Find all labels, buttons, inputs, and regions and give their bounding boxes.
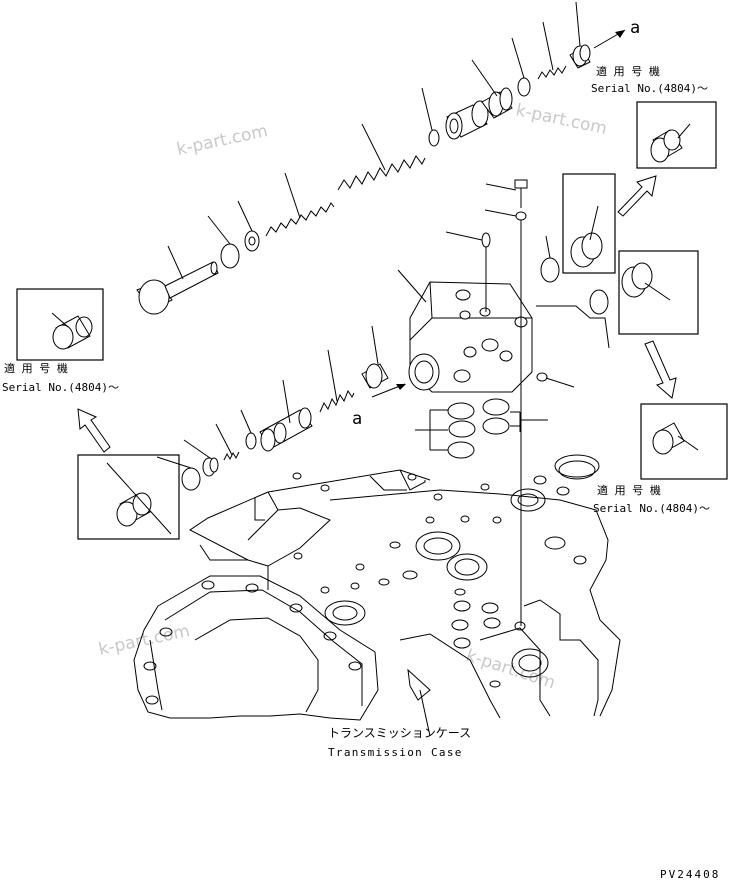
serial-note-en: Serial No.(4804)～ [2,381,119,394]
spool [259,379,313,452]
plug-small [536,372,548,382]
case-label-jp: トランスミッションケース [328,726,471,740]
arrow-icon [617,175,657,217]
washer [515,211,527,221]
serial-note-jp: 適 用 号 機 [597,483,661,497]
watermark: k-part.com [463,646,557,694]
serial-note-en: Serial No.(4804)～ [591,82,708,95]
gasket [589,289,609,315]
spool-sleeve [361,325,389,389]
breather [481,232,491,248]
spring-small [223,451,240,461]
spring-long [265,202,335,237]
upper-spool-assembly: a [136,1,640,315]
drawing-number: PV24408 [660,868,720,881]
arrow-label-a: a [352,409,362,429]
spring-large [337,155,426,191]
o-ring [220,243,240,269]
plug-icon [652,422,699,455]
plug-icon [106,462,172,535]
valve-body [397,269,533,393]
spool [471,59,513,119]
serial-note: 適 用 号 機 Serial No.(4804)～ [2,361,119,394]
arrow-label-a: a [630,18,640,38]
spring-medium [319,389,355,413]
case-label: トランスミッションケース Transmission Case [328,726,471,759]
serial-note: 適 用 号 機 Serial No.(4804)～ [591,64,708,95]
end-plug [569,1,591,69]
lower-spool-assembly: a [156,325,406,491]
transmission-case [133,454,621,737]
arrow-icon [644,340,677,399]
serial-note-en: Serial No.(4804)～ [593,502,710,515]
arrow-icon [77,408,111,453]
small-ring [428,129,440,147]
spring-small [537,65,567,80]
plug-icon [650,123,691,163]
plug-icon [621,262,671,301]
gasket-group [415,398,548,459]
serial-note-jp: 適 用 号 機 [4,361,68,375]
o-ring [181,467,201,491]
detail-box [16,288,104,361]
watermark: k-part.com [175,121,270,160]
washer [244,230,260,252]
serial-note-jp: 適 用 号 機 [596,64,660,78]
gasket [540,257,560,283]
watermark: k-part.com [97,621,192,660]
watermark: k-part.com [514,100,609,139]
retainer [245,432,257,450]
plug-icon [570,205,603,268]
case-label-en: Transmission Case [328,746,463,759]
plug-bolt [136,245,219,315]
retainer [517,77,531,97]
serial-note: 適 用 号 機 Serial No.(4804)～ [593,483,710,515]
detail-box [636,101,717,169]
bolt [485,179,528,208]
spool-sleeve [445,100,489,140]
plug-icon [51,312,93,350]
